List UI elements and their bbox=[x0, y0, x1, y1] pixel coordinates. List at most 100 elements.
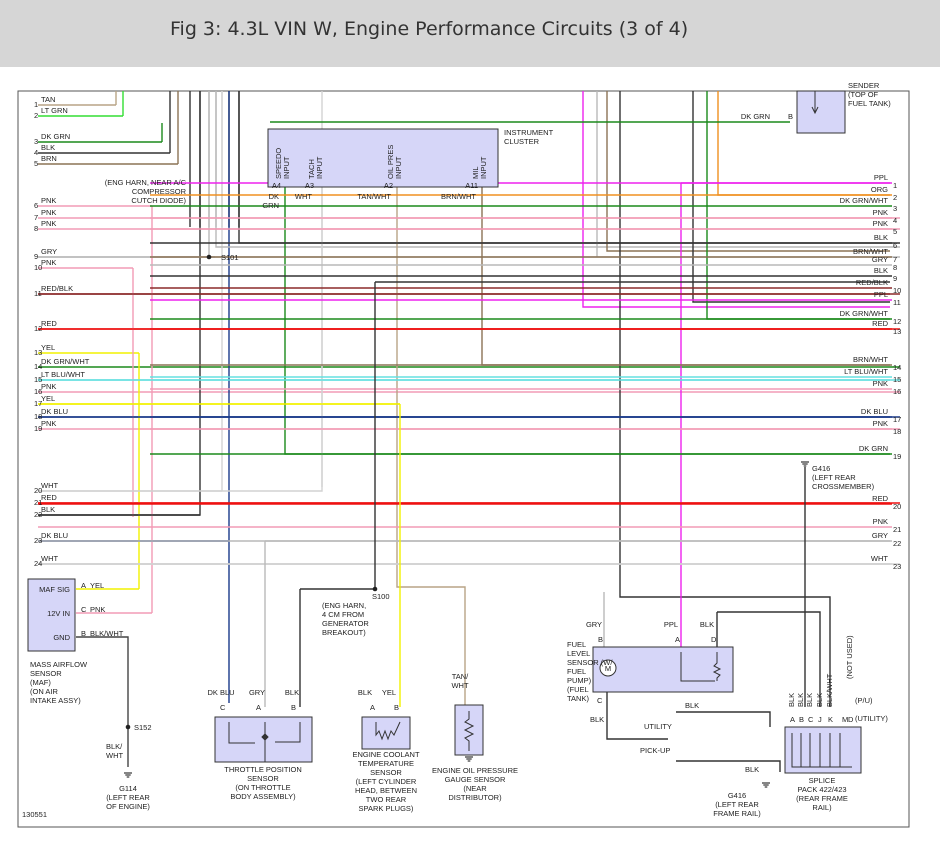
right-pin-number: 13 bbox=[893, 327, 901, 336]
s100-note: BREAKOUT) bbox=[322, 628, 366, 637]
fuel-pin-id: B bbox=[598, 635, 603, 644]
fuel-label: SENSOR (W/ bbox=[567, 658, 613, 667]
left-pin-label: TAN bbox=[41, 95, 55, 104]
fuel-wire-label: PPL bbox=[664, 620, 678, 629]
instrument-cluster bbox=[267, 128, 499, 188]
right-pin-number: 15 bbox=[893, 375, 901, 384]
cluster-pin-id: A2 bbox=[384, 181, 393, 190]
right-pin-number: 21 bbox=[893, 525, 901, 534]
right-pin-label: DK GRN/WHT bbox=[840, 196, 889, 205]
right-pin-label: DK BLU bbox=[861, 407, 888, 416]
tps-wire-label: BLK bbox=[285, 688, 299, 697]
left-pin-label: PNK bbox=[41, 219, 56, 228]
sender-pin-id: B bbox=[788, 112, 793, 121]
figure-id: 130551 bbox=[22, 810, 47, 819]
blk-ground-wire bbox=[38, 91, 201, 516]
left-pin-number: 13 bbox=[34, 348, 42, 357]
right-pin-number: 5 bbox=[893, 227, 897, 236]
fuel-pin-id: C bbox=[597, 696, 603, 705]
s152-wire-label: WHT bbox=[106, 751, 123, 760]
splice-pack bbox=[784, 726, 862, 774]
brnwht-7 bbox=[606, 91, 890, 252]
left-pin-number: 18 bbox=[34, 412, 42, 421]
oil-label: GAUGE SENSOR bbox=[445, 775, 506, 784]
g416-top-label: (LEFT REAR bbox=[812, 473, 856, 482]
splice-label: SPLICE bbox=[809, 776, 836, 785]
left-pin-label: YEL bbox=[41, 343, 55, 352]
left-pin-label: BLK bbox=[41, 143, 55, 152]
left-pin-number: 1 bbox=[34, 100, 38, 109]
splice-pin-id: M bbox=[842, 715, 848, 724]
right-pin-number: 3 bbox=[893, 204, 897, 213]
left-pin-number: 20 bbox=[34, 486, 42, 495]
g416-wire-label: BLK bbox=[745, 765, 759, 774]
fuel-ground-wire bbox=[606, 692, 668, 740]
cluster-input-label: TACH bbox=[307, 159, 316, 179]
ect-wire-label: BLK bbox=[358, 688, 372, 697]
s101-note: COMPRESSOR bbox=[132, 187, 187, 196]
s152-wire-label: BLK/ bbox=[106, 742, 123, 751]
right-pin-label: LT BLU/WHT bbox=[844, 367, 888, 376]
fuel-label: FUEL bbox=[567, 667, 586, 676]
utility-label: UTILITY bbox=[644, 722, 672, 731]
left-pin-label: YEL bbox=[41, 394, 55, 403]
right-pin-number: 6 bbox=[893, 241, 897, 250]
oil-resistor-icon bbox=[463, 711, 475, 751]
right-pin-label: PPL bbox=[874, 290, 888, 299]
maf-pin-id: B bbox=[81, 629, 86, 638]
fuel-label: PUMP) bbox=[567, 676, 592, 685]
left-pin-label: GRY bbox=[41, 247, 57, 256]
s152-label: S152 bbox=[134, 723, 152, 732]
gry-long bbox=[215, 91, 900, 248]
maf-wire-label: BLK/WHT bbox=[90, 629, 124, 638]
left-pin-label: RED bbox=[41, 319, 57, 328]
left-pin-label: RED bbox=[41, 493, 57, 502]
g416-top-label: G416 bbox=[812, 464, 830, 473]
fuel-pump-motor-letter: M bbox=[605, 664, 611, 673]
maf-blkwht bbox=[76, 636, 129, 767]
cluster-input-label: INPUT bbox=[394, 156, 403, 179]
ect-wire-label: YEL bbox=[382, 688, 396, 697]
maf-label: MASS AIRFLOW bbox=[30, 660, 88, 669]
left-pin-label: WHT bbox=[41, 481, 58, 490]
left-pin-number: 3 bbox=[34, 137, 38, 146]
right-pin-label: DK GRN/WHT bbox=[840, 309, 889, 318]
left-pin-number: 23 bbox=[34, 536, 42, 545]
sender-wire-label: DK GRN bbox=[741, 112, 770, 121]
oil-wire-label: WHT bbox=[451, 681, 468, 690]
s152-dot bbox=[125, 724, 131, 730]
right-pin-number: 23 bbox=[893, 562, 901, 571]
g114-label: (LEFT REAR bbox=[106, 793, 150, 802]
s101-note: CUTCH DIODE) bbox=[131, 196, 186, 205]
blk-splice-b bbox=[717, 611, 821, 707]
maf-pin-name: GND bbox=[53, 633, 70, 642]
left-pin-number: 16 bbox=[34, 387, 42, 396]
splice-wire-label: BLK bbox=[796, 693, 805, 707]
right-pin-number: 4 bbox=[893, 216, 897, 225]
fuel-tank-sender bbox=[796, 90, 846, 134]
left-pin-number: 7 bbox=[34, 213, 38, 222]
s100-label: S100 bbox=[372, 592, 390, 601]
tps-pin-id: B bbox=[291, 703, 296, 712]
left-pin-label: LT GRN bbox=[41, 106, 68, 115]
oil-label: (NEAR bbox=[463, 784, 487, 793]
right-pin-number: 8 bbox=[893, 263, 897, 272]
maf-pin-id: A bbox=[81, 581, 86, 590]
s100-note: 4 CM FROM bbox=[322, 610, 364, 619]
right-pin-label: PPL bbox=[874, 173, 888, 182]
right-pin-label: GRY bbox=[872, 531, 888, 540]
maf-wire-label: PNK bbox=[90, 605, 105, 614]
ect-pin-id: A bbox=[370, 703, 375, 712]
left-pin-number: 24 bbox=[34, 559, 42, 568]
left-pin-number: 11 bbox=[34, 289, 42, 298]
tps-pin-id: C bbox=[220, 703, 226, 712]
cluster-input-label: INPUT bbox=[479, 156, 488, 179]
g416-bottom-label: G416 bbox=[728, 791, 746, 800]
left-pin-number: 2 bbox=[34, 111, 38, 120]
tps-label: (ON THROTTLE bbox=[235, 783, 290, 792]
cluster-title: CLUSTER bbox=[504, 137, 540, 146]
maf-pin-name: 12V IN bbox=[47, 609, 70, 618]
right-pin-number: 11 bbox=[893, 298, 901, 307]
right-pin-label: PNK bbox=[873, 208, 888, 217]
